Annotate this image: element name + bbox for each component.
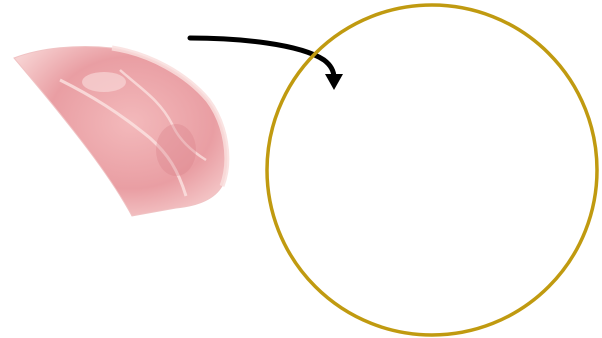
ham-slice-icon [14, 46, 227, 216]
ham-slice-shade [156, 124, 196, 176]
arrow-head [325, 74, 343, 90]
circle-target [267, 5, 597, 335]
ham-slice-highlight [82, 72, 126, 92]
curved-arrow-icon [190, 38, 343, 90]
